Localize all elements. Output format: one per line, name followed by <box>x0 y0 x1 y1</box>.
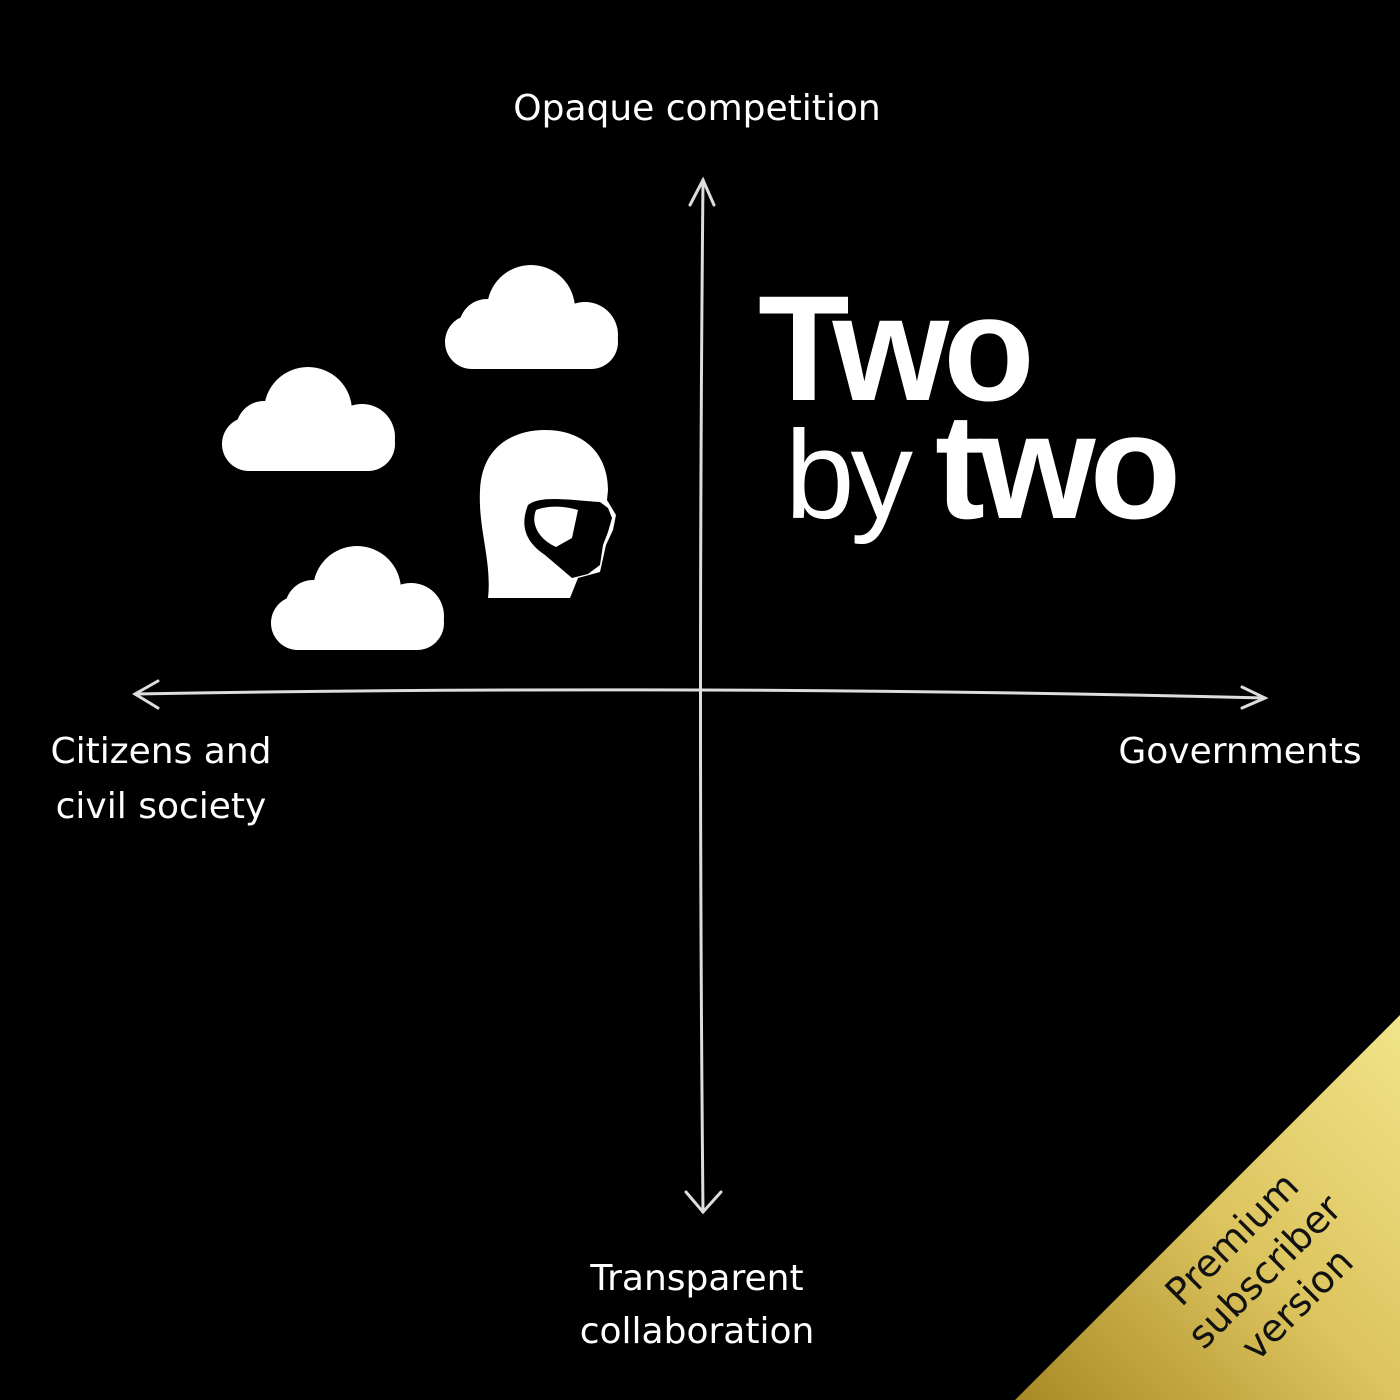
two-by-two-logo: Two by two <box>758 264 1182 550</box>
axis-label-top: Opaque competition <box>513 88 880 129</box>
cloud-icon <box>445 265 618 369</box>
axis-label-left-2: civil society <box>56 786 267 827</box>
axis-label-right: Governments <box>1118 731 1361 772</box>
logo-word-by: by <box>785 406 914 545</box>
cloud-icon <box>222 367 395 471</box>
logo-word-two-bold: two <box>935 382 1176 550</box>
horizontal-axis <box>132 679 1269 710</box>
masked-head-icon <box>479 430 616 598</box>
premium-badge: Premium subscriber version <box>1015 1015 1400 1400</box>
cloud-icon <box>271 546 444 650</box>
axis-label-bottom-1: Transparent <box>589 1258 803 1299</box>
axis-label-left-1: Citizens and <box>50 731 271 772</box>
vertical-axis <box>684 176 723 1215</box>
axis-label-bottom-2: collaboration <box>580 1311 815 1352</box>
logo-word-two: Two <box>758 264 1029 432</box>
